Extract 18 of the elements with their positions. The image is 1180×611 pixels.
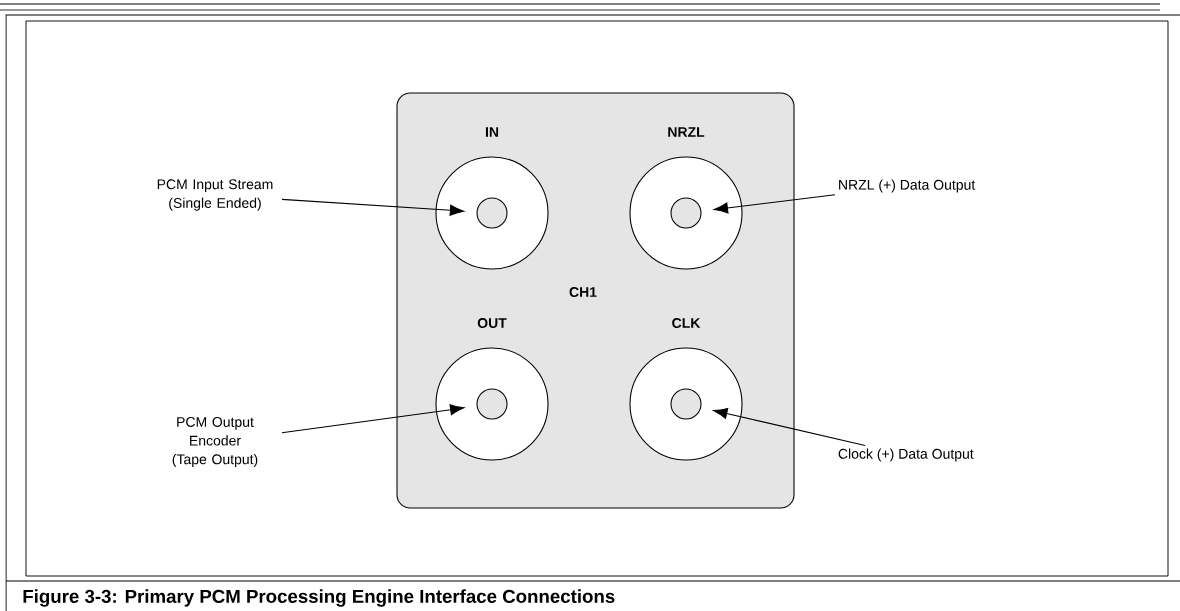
arrow xyxy=(281,404,465,434)
connector-label: NRZL xyxy=(668,127,705,137)
pin-circle xyxy=(670,197,702,229)
channel-label: CH1 xyxy=(569,287,597,297)
arrow xyxy=(713,407,866,447)
callout-text: PCM Output Encoder (Tape Output) xyxy=(172,417,258,467)
pin-circle xyxy=(476,197,508,229)
pin-circle xyxy=(476,388,508,420)
callout-text: Clock (+) Data Output xyxy=(838,448,974,462)
arrow xyxy=(713,194,836,214)
arrow xyxy=(281,198,465,216)
callout-text: PCM Input Stream (Single Ended) xyxy=(157,179,273,211)
caption: Figure 3-3: Primary PCM Processing Engine Interface Connections xyxy=(23,589,615,607)
connector-label: CLK xyxy=(672,318,701,328)
pin-circle xyxy=(670,388,702,420)
connector-label: IN xyxy=(485,127,499,137)
connector-label: OUT xyxy=(477,318,507,328)
callout-text: NRZL (+) Data Output xyxy=(839,179,976,193)
